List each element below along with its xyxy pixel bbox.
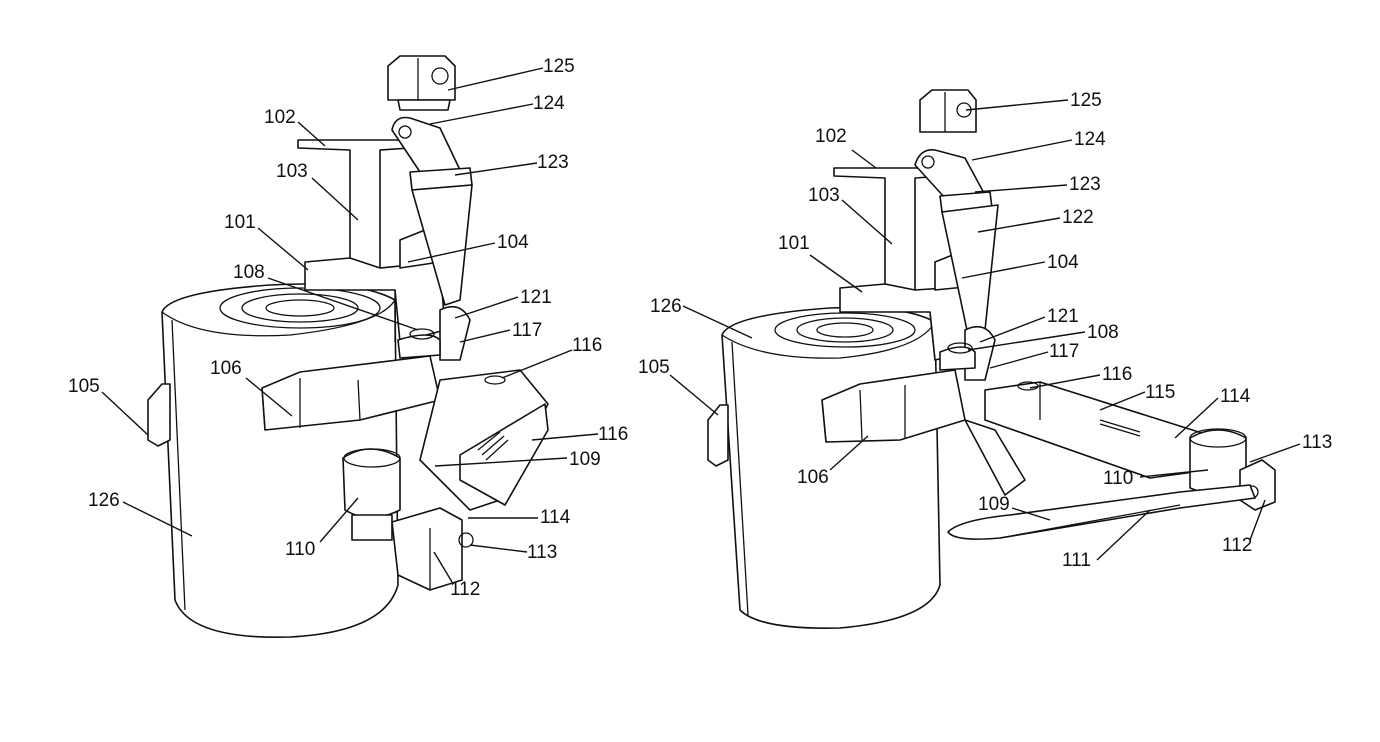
right-view [707, 89, 1276, 629]
callout-right-121: 121 [1047, 306, 1079, 327]
callout-left-109: 109 [569, 449, 601, 470]
left-block [391, 507, 474, 591]
callout-left-125: 125 [543, 56, 575, 77]
callout-left-117: 117 [512, 320, 542, 341]
left-view [147, 55, 549, 639]
callout-left-121: 121 [520, 287, 552, 308]
left-clevis [387, 55, 473, 306]
left-column [297, 139, 446, 343]
callout-left-116b: 116 [598, 424, 628, 445]
callout-left-104: 104 [497, 232, 529, 253]
callout-right-110: 110 [1103, 468, 1133, 489]
left-bracket [261, 328, 441, 431]
callout-right-124: 124 [1074, 129, 1106, 150]
callout-left-124: 124 [533, 93, 565, 114]
callout-right-122: 122 [1062, 207, 1094, 228]
callout-right-106: 106 [797, 467, 829, 488]
left-arm [419, 369, 549, 511]
callout-left-106: 106 [210, 358, 242, 379]
callout-right-111: 111 [1062, 550, 1091, 571]
callout-right-101: 101 [778, 233, 810, 254]
callout-right-113: 113 [1302, 432, 1332, 453]
callout-left-101: 101 [224, 212, 256, 233]
callout-right-117: 117 [1049, 341, 1079, 362]
callout-right-123: 123 [1069, 174, 1101, 195]
callout-left-123: 123 [537, 152, 569, 173]
callout-right-125: 125 [1070, 90, 1102, 111]
right-clevis [914, 89, 999, 336]
callout-right-108: 108 [1087, 322, 1119, 343]
left-side-tab [147, 383, 171, 447]
callout-left-126: 126 [88, 490, 120, 511]
callout-left-102: 102 [264, 107, 296, 128]
left-cup [342, 448, 401, 541]
callout-right-126: 126 [650, 296, 682, 317]
callout-left-105: 105 [68, 376, 100, 397]
left-joint [439, 305, 471, 361]
right-leg [964, 419, 1026, 496]
right-labels: 125 124 102 123 103 122 101 104 126 121 … [638, 90, 1332, 571]
callout-left-110: 110 [285, 539, 315, 560]
callout-right-109: 109 [978, 494, 1010, 515]
callout-right-104: 104 [1047, 252, 1079, 273]
callout-left-108: 108 [233, 262, 265, 283]
callout-left-113: 113 [527, 542, 557, 563]
callout-right-115: 115 [1145, 382, 1175, 403]
callout-right-112: 112 [1222, 535, 1252, 556]
left-labels: 125 124 102 123 103 101 104 108 121 117 … [68, 56, 628, 600]
right-cylinder [721, 306, 941, 629]
callout-right-102: 102 [815, 126, 847, 147]
callout-right-114: 114 [1220, 386, 1251, 407]
callout-left-116a: 116 [572, 335, 602, 356]
callout-left-103: 103 [276, 161, 308, 182]
callout-right-116: 116 [1102, 364, 1132, 385]
leader-lines [101, 67, 1301, 583]
callout-left-114: 114 [540, 507, 571, 528]
right-side-tab [707, 404, 729, 467]
callout-right-103: 103 [808, 185, 840, 206]
callout-right-105: 105 [638, 357, 670, 378]
callout-left-112: 112 [450, 579, 480, 600]
right-cup [1189, 428, 1247, 495]
